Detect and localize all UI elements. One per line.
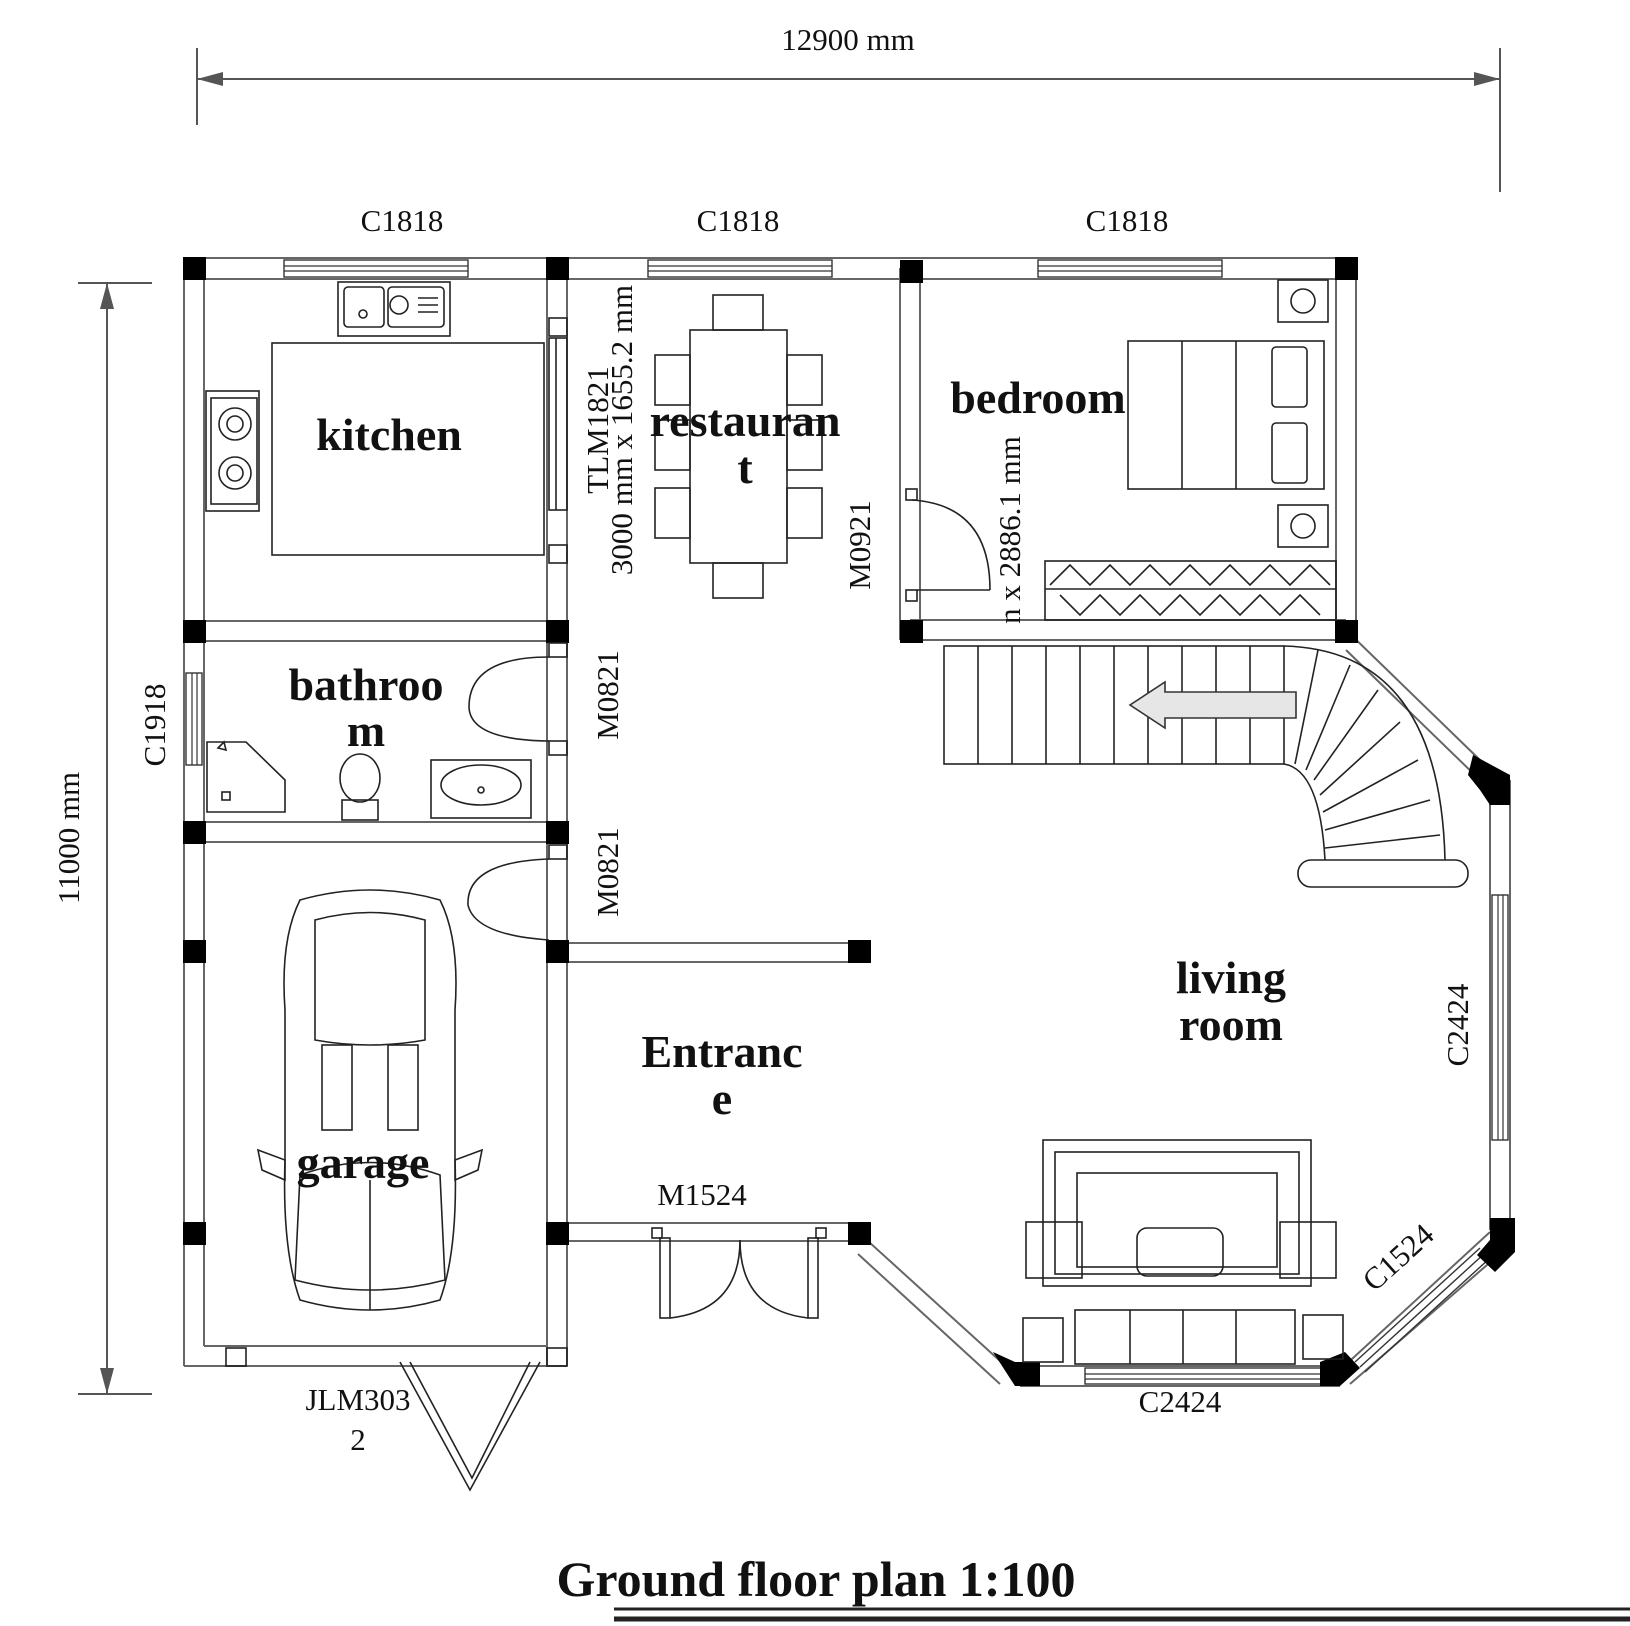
bedroom-door-swing [911,499,991,591]
garage-inner-door-label: M0821 [590,827,625,917]
pillow-icon [1271,346,1308,408]
bed-icon [1127,340,1325,490]
sofa-icon [1074,1309,1296,1365]
kitchen-label: kitchen [316,409,462,460]
garage-inner-door-swing [467,858,550,941]
kitchen-counter [271,342,545,556]
window-kitchen [283,259,469,278]
plan-title-text: Ground floor plan 1:100 [556,1551,1075,1607]
window-bathroom-label: C1918 [137,684,172,767]
living-furniture [1022,1139,1344,1365]
bathroom-label-line2: m [347,705,385,756]
living-room-label-line2: room [1179,999,1283,1050]
window-kitchen-label: C1818 [361,203,444,238]
rug-icon [1042,1139,1312,1287]
staircase [943,645,1469,888]
nightstand-icon [1277,279,1329,323]
chair-icon [712,562,764,599]
window-bathroom [185,672,203,766]
room-labels: kitchen restauran t bedroom bathroo m ga… [288,372,1286,1188]
window-living-diagonal-label: C1524 [1356,1216,1441,1298]
car-icon [225,889,568,1492]
bathroom-label-line1: bathroo [288,659,443,710]
armchair-icon [1279,1221,1337,1279]
opening-labels: C1818 C1818 C1818 C1918 TLM1821 3000 mm … [137,203,1475,1457]
wardrobe-icon [1044,560,1337,621]
window-living-bottom [1084,1367,1326,1385]
bedroom-fixtures [905,279,1337,621]
side-table-icon [1022,1317,1064,1363]
stair-direction-arrow-icon [1128,680,1297,730]
bathroom-door-label: M0821 [590,650,625,740]
kitchen-fixtures [205,281,568,564]
coffee-table-icon [1076,1172,1278,1268]
walls [183,257,1511,1387]
chair-icon [654,419,691,471]
stove-icon [205,390,260,512]
toilet-icon [339,753,381,803]
dining-table [654,294,823,599]
bedroom-door-label: M0921 [842,500,877,590]
window-living-diagonal [1354,1247,1491,1373]
columns [183,257,1515,1386]
window-living-right-label: C2424 [1440,983,1475,1066]
bedroom-label: bedroom [950,372,1126,423]
width-dimension: 12900 mm [196,22,1501,192]
restaurant-label-line1: restauran [650,395,841,446]
width-dimension-label: 12900 mm [781,22,914,57]
garage-door-label-line1: JLM303 [305,1382,410,1417]
garage-label: garage [297,1137,430,1188]
window-bedroom-label: C1818 [1086,203,1169,238]
tlm-sliding-door [548,337,568,511]
entrance-label-line2: e [712,1073,732,1124]
windows [185,259,1509,1385]
pillow-icon [1271,422,1308,484]
living-room-label-line1: living [1176,952,1286,1003]
chair-icon [654,354,691,406]
height-dimension-label: 11000 mm [51,772,86,904]
shower-icon [206,741,286,813]
chair-icon [786,487,823,539]
chair-icon [712,294,764,331]
window-living-right [1491,894,1509,1141]
window-restaurant [647,259,833,278]
side-table-icon [1302,1314,1344,1360]
tlm-size-label: 3000 mm x 1655.2 mm [604,285,639,575]
window-living-bottom-label: C2424 [1139,1384,1222,1419]
entrance-door-label: M1524 [657,1177,747,1212]
chair-icon [786,419,823,471]
chair-icon [786,354,823,406]
sink-icon [337,281,451,337]
bedroom-size-label: n x 2886.1 mm [992,436,1027,624]
bathroom-door-swing [468,656,550,742]
window-bedroom [1037,259,1223,278]
entrance-label-line1: Entranc [642,1026,803,1077]
height-dimension: 11000 mm [51,282,152,1395]
armchair-icon [1025,1221,1083,1279]
window-restaurant-label: C1818 [697,203,780,238]
tlm-door-label: TLM1821 [580,366,615,493]
chair-icon [654,487,691,539]
washbasin-icon [430,759,532,819]
garage-door-label-line2: 2 [350,1422,366,1457]
plan-title: Ground floor plan 1:100 [556,1551,1630,1622]
restaurant-label-line2: t [737,442,753,493]
entrance-door [651,1227,827,1319]
nightstand-icon [1277,504,1329,548]
garage-door-swing [399,1361,541,1492]
bathroom-fixtures [206,642,568,941]
